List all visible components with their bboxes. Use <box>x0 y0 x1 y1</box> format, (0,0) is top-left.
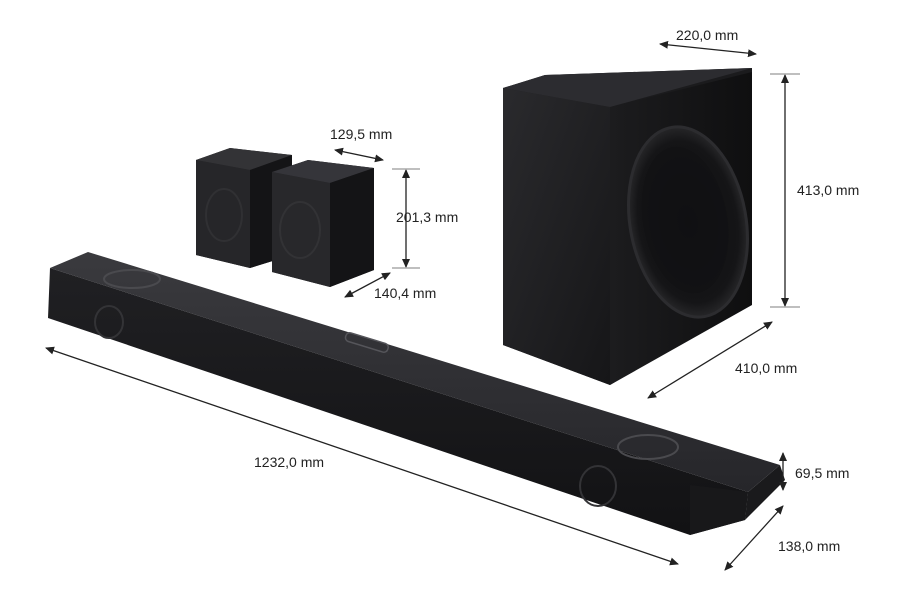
dimension-lines <box>45 40 800 571</box>
dimension-arrow <box>724 505 784 571</box>
rear-speaker-right <box>272 160 374 287</box>
dimension-arrow <box>334 147 384 163</box>
dim-label-rear-width: 129,5 mm <box>330 126 393 142</box>
dim-label-subwoofer-height: 413,0 mm <box>797 182 860 198</box>
dim-label-subwoofer-depth: 410,0 mm <box>735 360 798 376</box>
dim-label-soundbar-height: 69,5 mm <box>795 465 850 481</box>
dim-label-rear-height: 201,3 mm <box>396 209 459 225</box>
dim-label-subwoofer-top-depth: 220,0 mm <box>676 27 739 43</box>
subwoofer <box>503 68 752 385</box>
subwoofer-front <box>503 88 610 385</box>
subwoofer-top <box>503 68 752 107</box>
dimension-arrow <box>45 346 679 566</box>
dim-label-soundbar-width: 1232,0 mm <box>254 454 325 470</box>
dimension-arrow <box>659 40 757 58</box>
dimension-arrow <box>344 272 391 298</box>
dim-label-soundbar-depth: 138,0 mm <box>778 538 841 554</box>
rear-speaker-left <box>196 148 292 268</box>
dim-label-rear-depth: 140,4 mm <box>374 285 437 301</box>
